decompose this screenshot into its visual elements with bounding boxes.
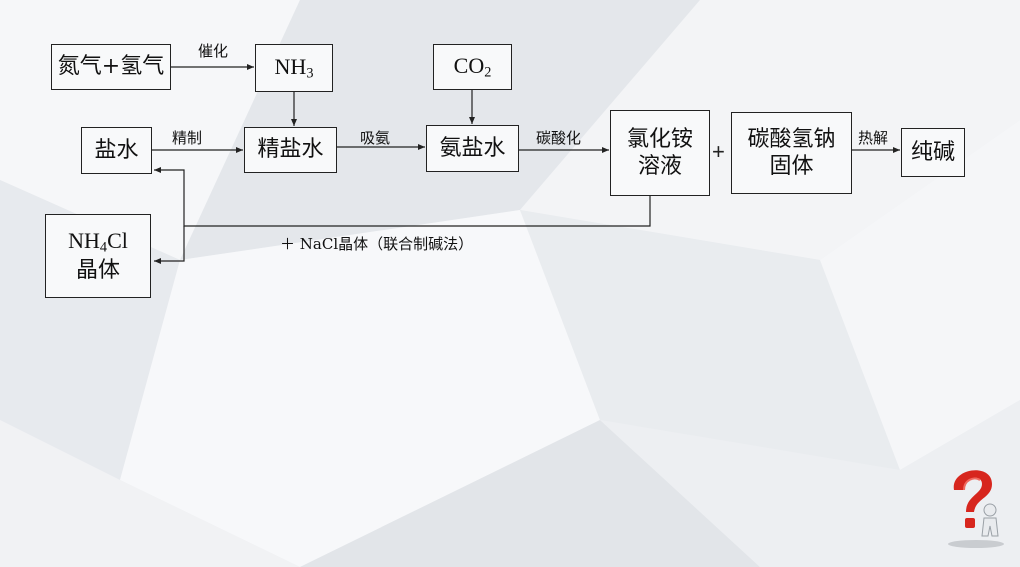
box-nahco3-line2: 固体 <box>769 154 814 179</box>
label-catalysis: 催化 <box>198 42 229 60</box>
plus-sign: + <box>712 139 725 164</box>
box-sodium-bicarbonate-solid: 碳酸氢钠 固体 <box>731 112 852 194</box>
box-brine-text: 盐水 <box>94 137 139 163</box>
box-co2: CO2 <box>433 44 512 90</box>
label-recycle-note: ＋ NaCl晶体（联合制碱法） <box>280 235 474 253</box>
box-nitrogen-hydrogen-text: 氮气+氢气 <box>57 54 165 80</box>
box-nh4cl-crystal-formula: NH4Cl <box>68 228 128 256</box>
box-nahco3-line1: 碳酸氢钠 <box>747 126 836 152</box>
label-carbonation: 碳酸化 <box>536 129 582 147</box>
box-soda-ash: 纯碱 <box>901 128 965 177</box>
box-co2-text: CO2 <box>453 52 492 81</box>
question-mark-figure-icon <box>948 470 1004 548</box>
box-nh3-text: NH3 <box>274 53 314 82</box>
box-nh3: NH3 <box>255 44 333 92</box>
box-ammonia-brine-text: 氨盐水 <box>439 135 506 161</box>
label-refining: 精制 <box>172 129 203 147</box>
box-nitrogen-hydrogen: 氮气+氢气 <box>51 44 171 90</box>
box-refined-brine-text: 精盐水 <box>257 137 324 163</box>
box-brine: 盐水 <box>81 127 152 174</box>
label-thermal-decomposition: 热解 <box>858 129 889 147</box>
box-refined-brine: 精盐水 <box>244 127 337 173</box>
box-nh4cl-solution-line2: 溶液 <box>637 154 682 179</box>
box-soda-ash-text: 纯碱 <box>910 139 955 165</box>
box-nh4cl-solution-line1: 氯化铵 <box>626 126 693 152</box>
label-absorb-ammonia: 吸氨 <box>360 129 391 147</box>
box-ammonium-chloride-solution: 氯化铵 溶液 <box>610 110 710 196</box>
box-ammonium-chloride-crystal: NH4Cl 晶体 <box>45 214 151 298</box>
box-nh4cl-crystal-line2: 晶体 <box>75 258 120 284</box>
box-ammonia-brine: 氨盐水 <box>426 125 519 172</box>
